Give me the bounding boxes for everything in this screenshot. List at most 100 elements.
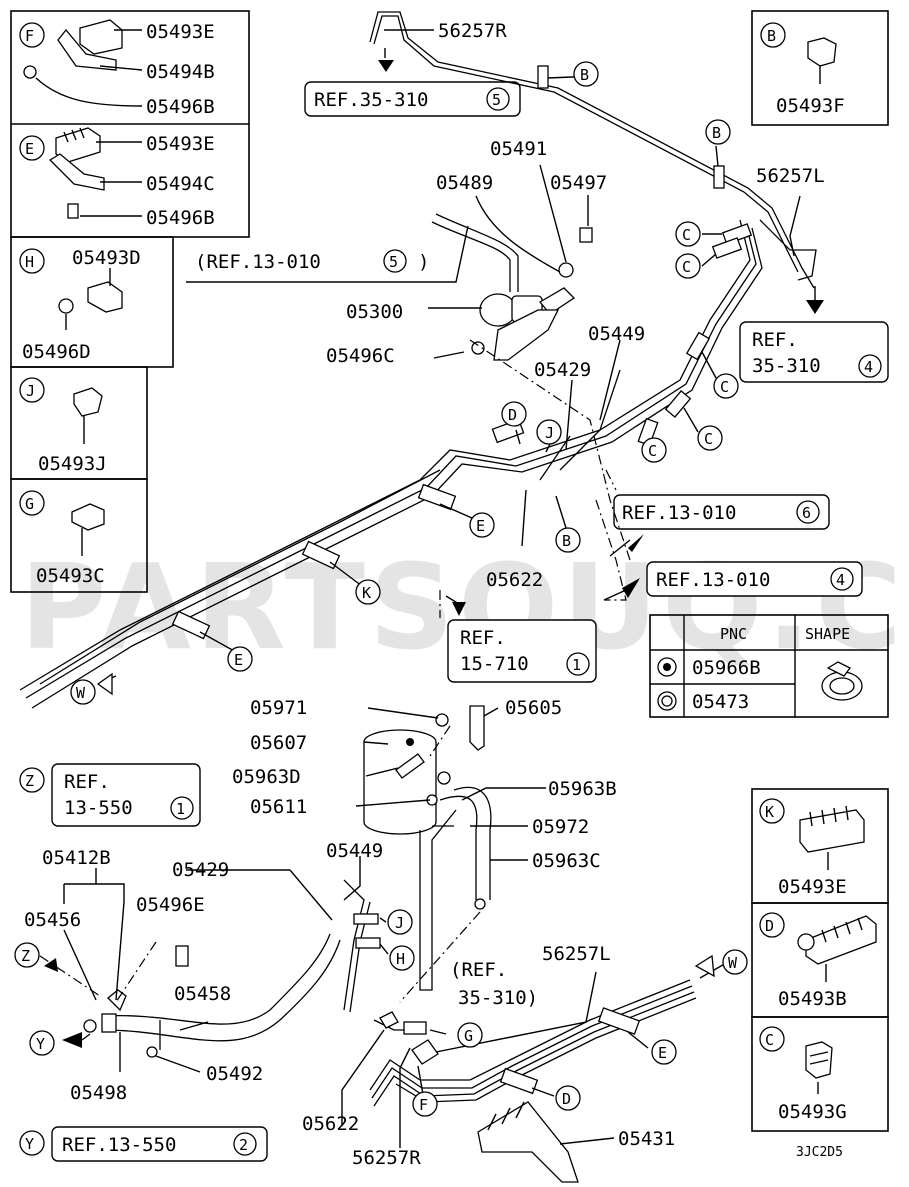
legend-box-h[interactable]: H 05493D 05496D — [19, 247, 141, 363]
label-05429-top: 05429 — [534, 359, 591, 381]
clip-g-lower[interactable] — [403, 1021, 427, 1035]
label-05497: 05497 — [550, 172, 607, 194]
ref-35-310-paren[interactable]: (REF. 35-310) — [450, 959, 538, 1009]
svg-text:Z: Z — [21, 947, 30, 965]
part-05493E-k: 05493E — [778, 876, 847, 898]
table-header-shape: SHAPE — [805, 625, 850, 643]
svg-text:D: D — [562, 1090, 571, 1108]
svg-text:E: E — [658, 1044, 667, 1062]
part-05493E-f: 05493E — [146, 21, 215, 43]
ref-13-010-4[interactable]: REF.13-010 4 — [646, 561, 863, 597]
svg-text:F: F — [25, 27, 34, 45]
label-56257L-bottom: 56257L — [542, 943, 611, 965]
svg-text:13-550: 13-550 — [64, 797, 133, 819]
svg-text:C: C — [648, 442, 657, 460]
svg-text:Y: Y — [36, 1035, 45, 1053]
legend-box-g[interactable]: G 05493C — [19, 490, 105, 587]
ref-13-550-2[interactable]: Y REF.13-550 2 — [19, 1126, 268, 1162]
part-05496B-f: 05496B — [146, 96, 215, 118]
ref-35-310-4[interactable]: REF. 35-310 4 — [739, 321, 889, 383]
legend-box-k[interactable]: K 05493E — [759, 798, 865, 898]
legend-column-left: F 05493E 05494B 05496B E 05493E 05494C 0… — [10, 10, 250, 593]
clip-e-upper[interactable] — [417, 483, 457, 511]
part-05493B: 05493B — [778, 988, 847, 1010]
svg-text:REF.13-550: REF.13-550 — [62, 1134, 176, 1156]
label-05496C: 05496C — [326, 345, 395, 367]
leader-lines-lower — [39, 856, 729, 1148]
part-05494B: 05494B — [146, 61, 215, 83]
diagram-code: 3JC2D5 — [796, 1145, 843, 1160]
svg-text:K: K — [765, 803, 774, 821]
svg-text:B: B — [580, 66, 589, 84]
clip-j-lower[interactable] — [353, 913, 379, 925]
svg-text:H: H — [25, 253, 34, 271]
svg-text:6: 6 — [802, 504, 811, 522]
clip-c3[interactable] — [685, 331, 711, 361]
lower-callouts: J H G F D E W Z Y — [14, 909, 748, 1117]
legend-box-d[interactable]: D 05493B — [759, 912, 877, 1010]
svg-text:Y: Y — [25, 1135, 34, 1153]
legend-box-e[interactable]: E 05493E 05494C 05496B — [19, 127, 215, 229]
label-56257R-top: 56257R — [438, 20, 507, 42]
part-05493G: 05493G — [778, 1101, 847, 1123]
ref-13-550-1[interactable]: Z REF. 13-550 1 — [19, 763, 201, 827]
clip-b-upper2[interactable] — [713, 165, 725, 189]
ref-13-010-5[interactable]: (REF.13-010 5 ) — [195, 249, 429, 273]
svg-text:G: G — [25, 495, 34, 513]
label-05458: 05458 — [174, 983, 231, 1005]
legend-box-f[interactable]: F 05493E 05494B 05496B — [19, 19, 215, 118]
legend-box-c[interactable]: C 05493G — [759, 1026, 847, 1123]
svg-text:J: J — [395, 914, 404, 932]
pnc-shape-table: PNC SHAPE 05966B 05473 — [649, 614, 889, 718]
svg-text:C: C — [720, 378, 729, 396]
svg-text:REF.: REF. — [64, 771, 110, 793]
ref-15-710-1[interactable]: REF. 15-710 1 — [447, 619, 597, 683]
upper-callouts: B B C C C C C D J B E K E W — [70, 61, 739, 705]
fuel-pressure-regulator-05300[interactable] — [431, 213, 593, 361]
clip-e-lower[interactable] — [597, 1007, 641, 1035]
pnc-05966B: 05966B — [692, 657, 761, 679]
svg-text:J: J — [26, 382, 35, 400]
svg-text:2: 2 — [239, 1136, 248, 1154]
ref-13-010-6[interactable]: REF.13-010 6 — [613, 494, 830, 530]
part-05493E-e: 05493E — [146, 133, 215, 155]
fuel-line-protector-05431[interactable] — [477, 1101, 579, 1183]
svg-text:C: C — [765, 1031, 774, 1049]
fuel-filter-assembly[interactable] — [363, 705, 492, 1003]
label-05972: 05972 — [532, 816, 589, 838]
svg-text:5: 5 — [389, 253, 398, 271]
svg-text:G: G — [464, 1027, 473, 1045]
svg-text:D: D — [765, 917, 774, 935]
label-05611: 05611 — [250, 796, 307, 818]
svg-text:(REF.13-010: (REF.13-010 — [195, 251, 321, 273]
legend-box-b[interactable]: B 05493F — [751, 10, 889, 126]
upper-part-labels: 56257R 05491 05489 05497 56257L 05300 05… — [326, 20, 825, 591]
clip-b-upper[interactable] — [537, 65, 549, 89]
part-05496B-e: 05496B — [146, 207, 215, 229]
svg-text:K: K — [362, 584, 371, 602]
label-05605: 05605 — [505, 697, 562, 719]
clip-c2[interactable] — [711, 237, 743, 259]
clip-d-lower[interactable] — [499, 1067, 539, 1095]
label-05963C: 05963C — [532, 850, 601, 872]
label-05498: 05498 — [70, 1082, 127, 1104]
clip-c1[interactable] — [721, 223, 753, 245]
legend-column-right: K 05493E D 05493B C 05493G — [751, 788, 889, 1132]
svg-text:D: D — [508, 406, 517, 424]
svg-text:1: 1 — [176, 800, 185, 818]
clip-h-lower[interactable] — [355, 937, 381, 949]
legend-box-j[interactable]: J 05493J — [19, 377, 107, 475]
svg-text:35-310: 35-310 — [752, 355, 821, 377]
svg-text:C: C — [704, 430, 713, 448]
svg-text:E: E — [25, 140, 34, 158]
svg-text:REF.: REF. — [460, 627, 506, 649]
upper-fuel-pipes — [19, 11, 817, 709]
part-05493F: 05493F — [776, 95, 845, 117]
svg-text:4: 4 — [864, 358, 873, 376]
label-05300: 05300 — [346, 301, 403, 323]
leader-lines-middle — [355, 707, 546, 861]
label-05449-bottom: 05449 — [326, 840, 383, 862]
ref-35-310-5[interactable]: REF.35-310 5 — [304, 81, 521, 117]
clip-c4[interactable] — [664, 390, 692, 418]
